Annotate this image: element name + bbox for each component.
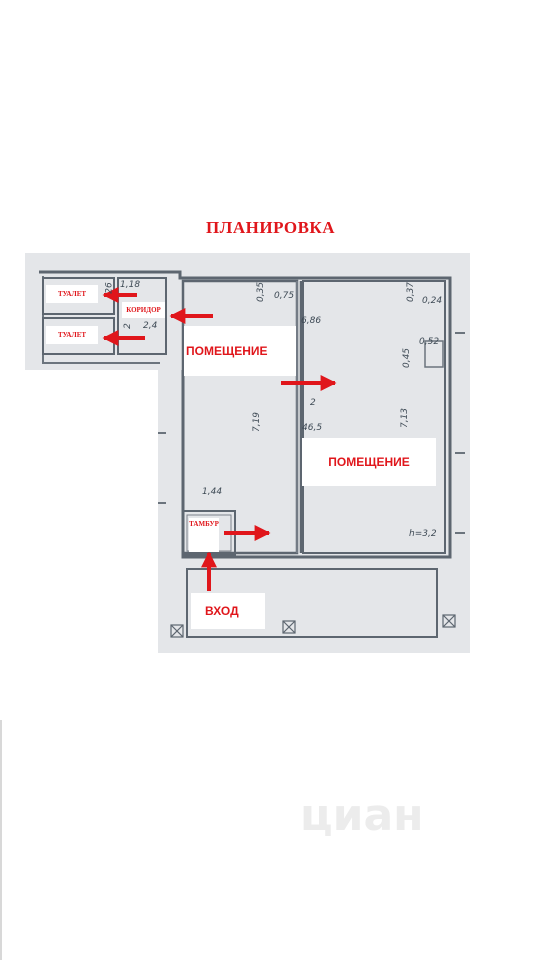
dim-1-44: 1,44: [202, 487, 223, 497]
room-label-1: ПОМЕЩЕНИЕ: [184, 326, 296, 376]
dim-6-86: 6,86: [301, 316, 322, 326]
dim-0-37: 0,37: [406, 281, 417, 303]
page-title: ПЛАНИРОВКА: [205, 218, 336, 237]
outer-wall: [39, 270, 452, 559]
dim-2-4: 2,4: [143, 321, 158, 331]
arrows: [102, 287, 337, 591]
toilet-label-1: ТУАЛЕТ: [46, 285, 98, 303]
room-label-2: ПОМЕЩЕНИЕ: [302, 438, 436, 486]
toilet-label-2: ТУАЛЕТ: [46, 326, 98, 344]
dim-0-45: 0,45: [402, 347, 413, 369]
corridor-room: [117, 277, 167, 355]
dim-0-26: 26: [104, 282, 115, 294]
dim-0-24: 0,24: [422, 296, 443, 306]
dim-2: 2: [122, 323, 133, 329]
floor-plan-drawing: [25, 253, 470, 653]
dim-7-19: 7,19: [252, 411, 263, 433]
dim-0-75: 0,75: [274, 291, 295, 301]
dim-2b: 2: [310, 398, 316, 408]
dim-0-35: 0,35: [256, 281, 267, 303]
bottom-strip: [186, 568, 438, 638]
room-2-walls: [302, 280, 446, 554]
left-edge-line: [0, 720, 2, 960]
niche: [424, 340, 444, 368]
dim-0-52: 0,52: [419, 337, 440, 347]
vestibule-label: ТАМБУР: [189, 518, 219, 552]
dim-46-5: 46,5: [302, 423, 323, 433]
dim-1-18: 1,18: [120, 280, 141, 290]
entrance-label: ВХОД: [191, 593, 265, 629]
watermark-logo: циан: [300, 790, 424, 841]
corridor-label: КОРИДОР: [122, 302, 165, 318]
floor-plan: ТУАЛЕТ ТУАЛЕТ КОРИДОР ПОМЕЩЕНИЕ ПОМЕЩЕНИ…: [25, 253, 470, 653]
dim-7-13: 7,13: [400, 407, 411, 429]
dim-h-3-2: h=3,2: [409, 529, 437, 539]
